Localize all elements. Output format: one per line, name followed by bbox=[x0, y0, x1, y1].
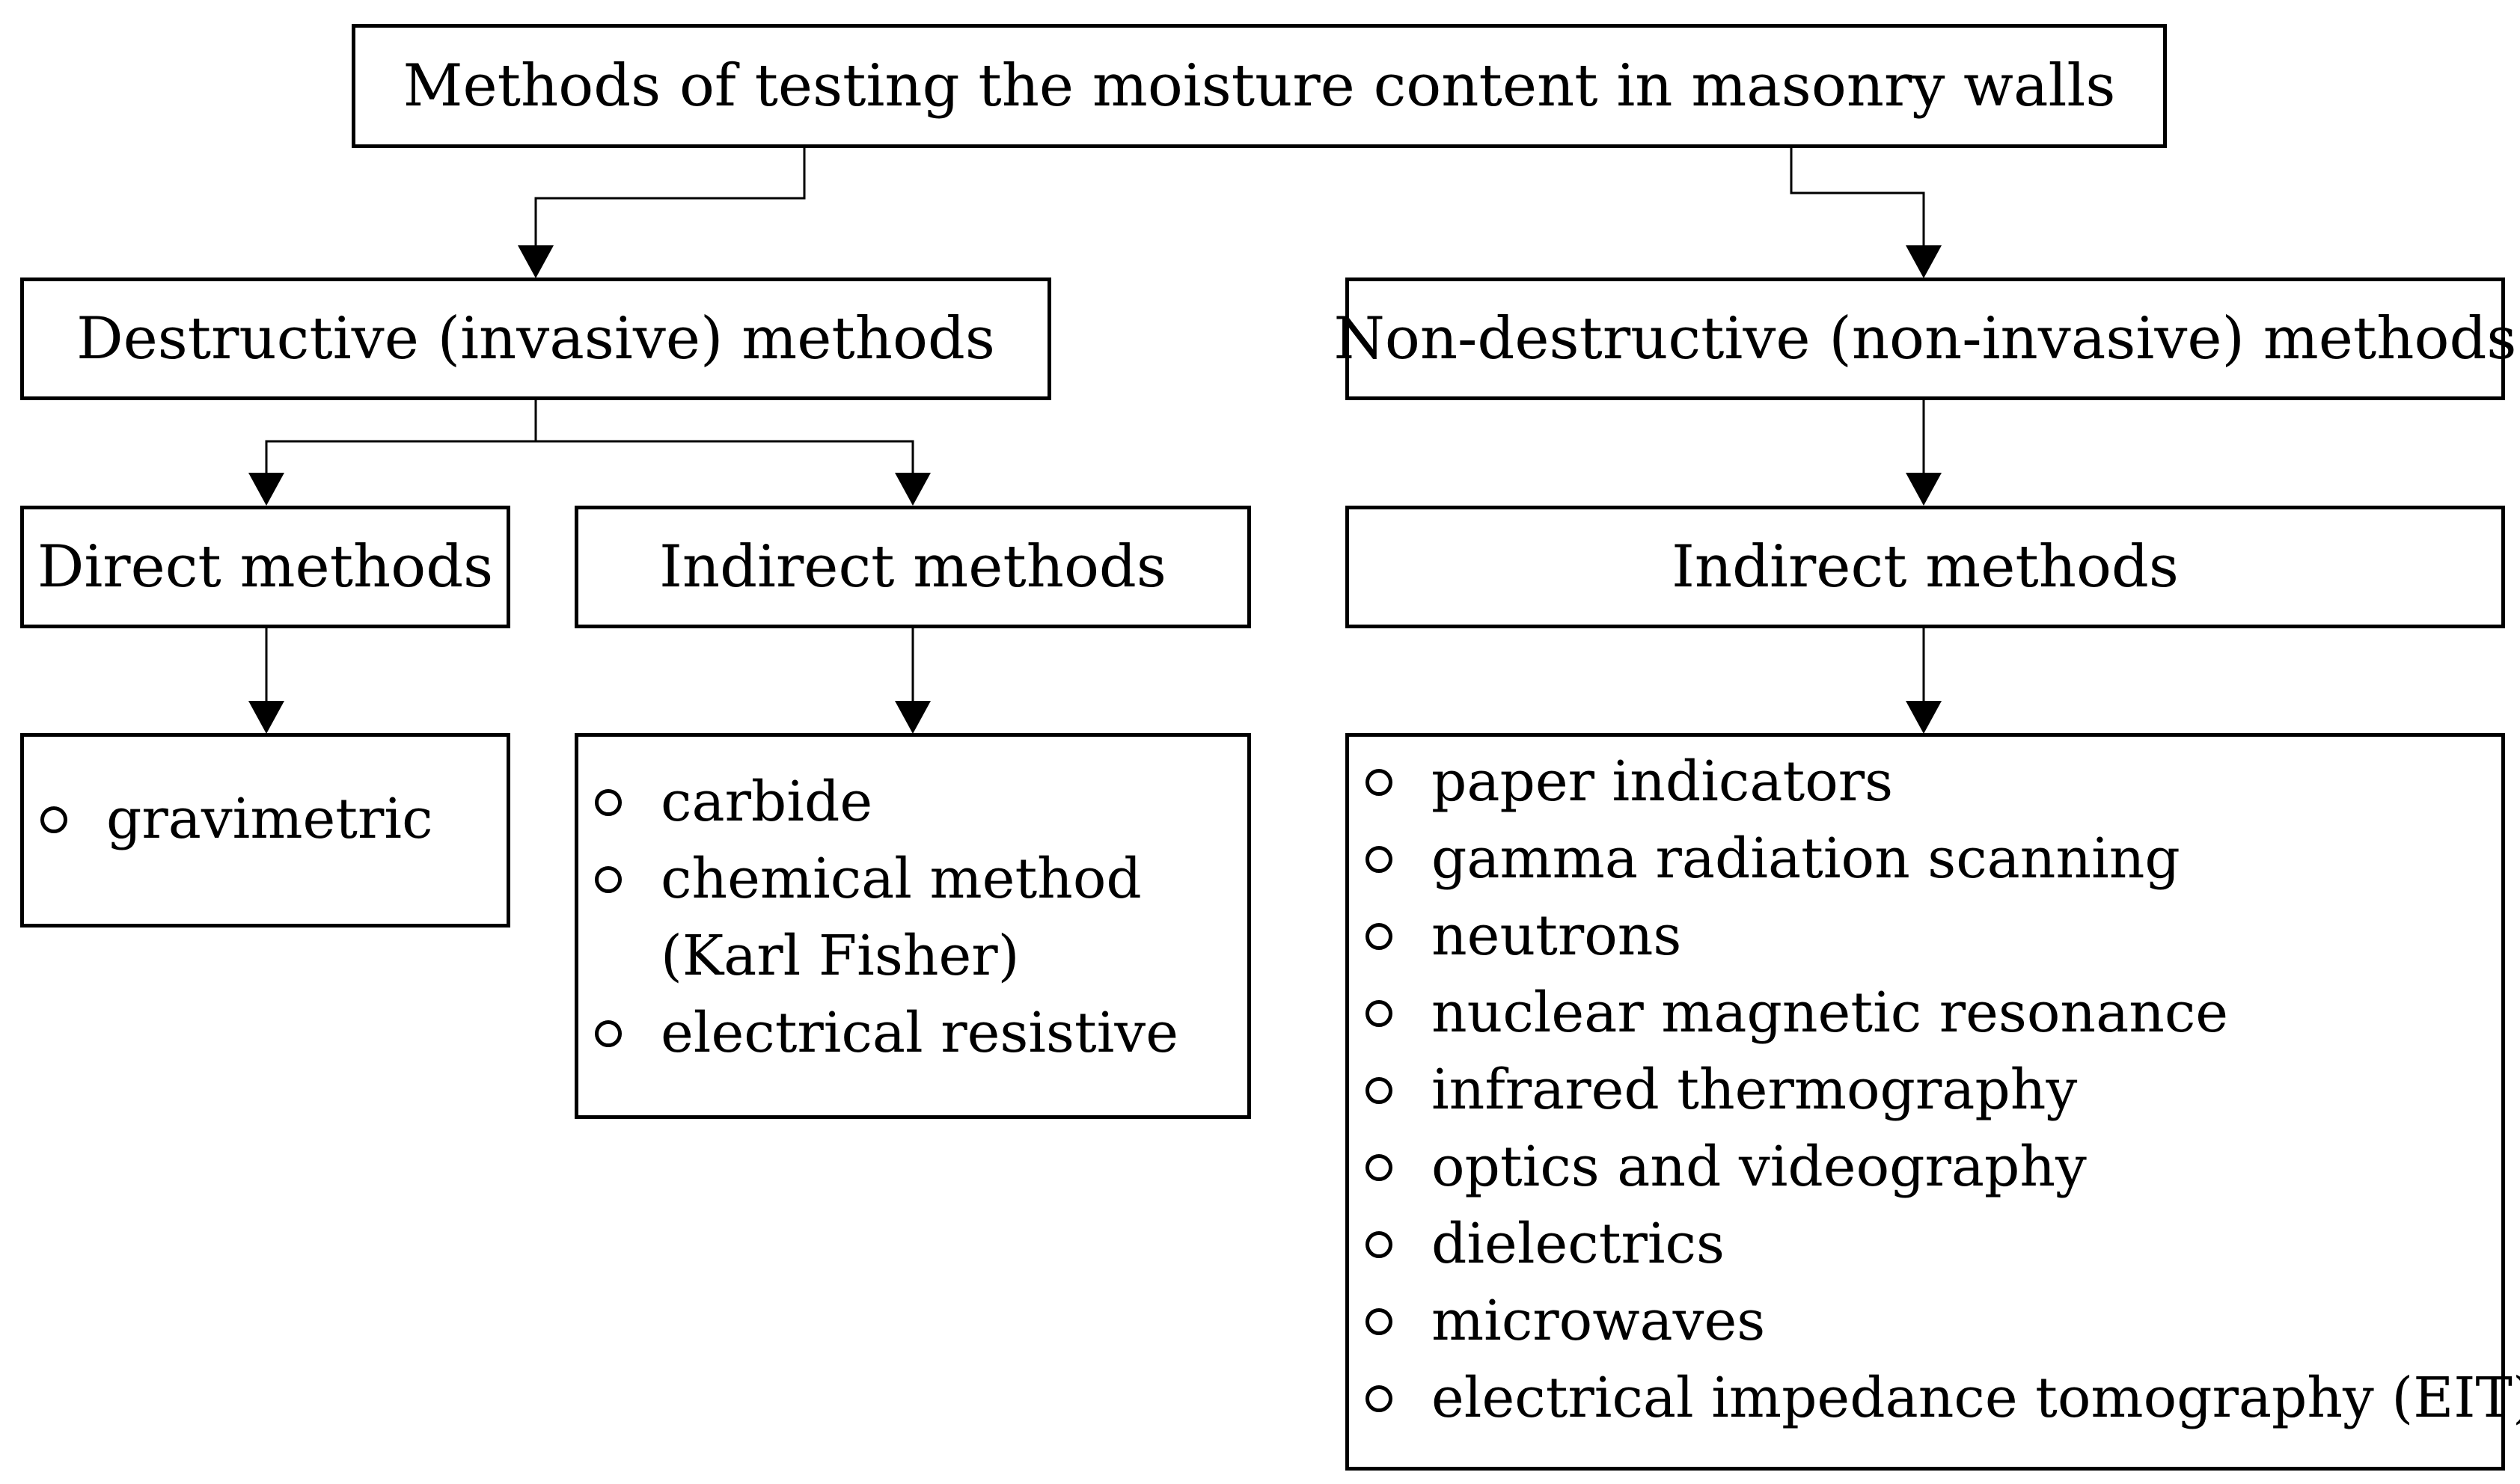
circle-bullet-icon bbox=[1365, 846, 1392, 873]
list-item-text: dielectrics bbox=[1431, 1212, 1725, 1276]
list-item: dielectrics bbox=[1349, 1206, 2501, 1283]
list-item: chemical method (Karl Fisher) bbox=[578, 841, 1247, 995]
connector-root-nondestructive bbox=[1790, 148, 1925, 247]
circle-bullet-icon bbox=[1365, 1308, 1392, 1335]
circle-bullet-icon bbox=[1365, 769, 1392, 796]
list-item-text: electrical resistive bbox=[661, 1001, 1179, 1065]
destructive-box: Destructive (invasive) methods bbox=[20, 278, 1051, 400]
list-item: microwaves bbox=[1349, 1283, 2501, 1360]
root-label: Methods of testing the moisture content … bbox=[403, 52, 2116, 120]
arrowhead-nondestructive bbox=[1906, 245, 1942, 278]
list-item: nuclear magnetic resonance bbox=[1349, 975, 2501, 1052]
indirect-non-destructive-box: Indirect methods bbox=[1345, 506, 2505, 628]
indirect-non-destructive-list-box: paper indicators gamma radiation scannin… bbox=[1345, 733, 2520, 1471]
circle-bullet-icon bbox=[1365, 1385, 1392, 1412]
arrowhead-indirect-destructive-list bbox=[895, 701, 931, 734]
list-item-text: nuclear magnetic resonance bbox=[1431, 981, 2229, 1045]
direct-methods-box: Direct methods bbox=[20, 506, 510, 628]
arrowhead-indirect-destructive bbox=[895, 473, 931, 506]
list-item-text: neutrons bbox=[1431, 904, 1682, 968]
list-item-text: infrared thermography bbox=[1431, 1058, 2078, 1122]
connector-destructive-direct bbox=[265, 440, 536, 475]
indirect-destructive-list-box: carbide chemical method (Karl Fisher) el… bbox=[575, 733, 1251, 1119]
indirect-destructive-box: Indirect methods bbox=[575, 506, 1251, 628]
circle-bullet-icon bbox=[1365, 1154, 1392, 1181]
direct-methods-list: gravimetric bbox=[24, 737, 507, 858]
list-item: electrical impedance tomography (EIT) bbox=[1349, 1360, 2520, 1437]
list-item-text-continuation: (Karl Fisher) bbox=[661, 924, 1020, 988]
connector-root-destructive bbox=[534, 148, 806, 247]
arrowhead-destructive bbox=[518, 245, 554, 278]
arrowhead-direct-list bbox=[248, 701, 284, 734]
arrowhead-indirect-nondestructive-list bbox=[1906, 701, 1942, 734]
circle-bullet-icon bbox=[1365, 1077, 1392, 1104]
list-item-text: gravimetric bbox=[106, 787, 433, 851]
list-item-text: chemical method bbox=[661, 847, 1142, 911]
root-box: Methods of testing the moisture content … bbox=[352, 24, 2167, 148]
list-item: electrical resistive bbox=[578, 995, 1247, 1072]
direct-methods-list-box: gravimetric bbox=[20, 733, 510, 927]
circle-bullet-icon bbox=[1365, 923, 1392, 950]
list-item: paper indicators bbox=[1349, 743, 2501, 821]
circle-bullet-icon bbox=[40, 806, 67, 833]
indirect-destructive-list: carbide chemical method (Karl Fisher) el… bbox=[578, 737, 1247, 1072]
list-item-text: electrical impedance tomography (EIT) bbox=[1431, 1366, 2520, 1430]
destructive-label: Destructive (invasive) methods bbox=[76, 305, 995, 372]
direct-methods-label: Direct methods bbox=[37, 533, 494, 601]
circle-bullet-icon bbox=[595, 866, 622, 893]
connector-destructive-indirect bbox=[536, 440, 914, 475]
list-item-text: carbide bbox=[661, 770, 873, 834]
list-item: carbide bbox=[578, 764, 1247, 841]
arrowhead-indirect-nondestructive bbox=[1906, 473, 1942, 506]
circle-bullet-icon bbox=[1365, 1000, 1392, 1027]
list-item: infrared thermography bbox=[1349, 1052, 2501, 1129]
indirect-non-destructive-list: paper indicators gamma radiation scannin… bbox=[1349, 737, 2520, 1437]
list-item-text: microwaves bbox=[1431, 1289, 1766, 1353]
non-destructive-label: Non-destructive (non-invasive) methods bbox=[1333, 305, 2517, 372]
list-item-text: gamma radiation scanning bbox=[1431, 827, 2180, 891]
indirect-non-destructive-label: Indirect methods bbox=[1672, 533, 2179, 601]
circle-bullet-icon bbox=[595, 789, 622, 816]
list-item-text: optics and videography bbox=[1431, 1135, 2087, 1199]
circle-bullet-icon bbox=[595, 1020, 622, 1047]
list-item-text: paper indicators bbox=[1431, 749, 1894, 814]
list-item: gravimetric bbox=[24, 781, 507, 858]
non-destructive-box: Non-destructive (non-invasive) methods bbox=[1334, 278, 2516, 400]
arrowhead-direct bbox=[248, 473, 284, 506]
circle-bullet-icon bbox=[1365, 1231, 1392, 1258]
list-item: optics and videography bbox=[1349, 1129, 2501, 1206]
indirect-destructive-label: Indirect methods bbox=[659, 533, 1166, 601]
list-item: neutrons bbox=[1349, 898, 2501, 975]
list-item: gamma radiation scanning bbox=[1349, 821, 2501, 898]
